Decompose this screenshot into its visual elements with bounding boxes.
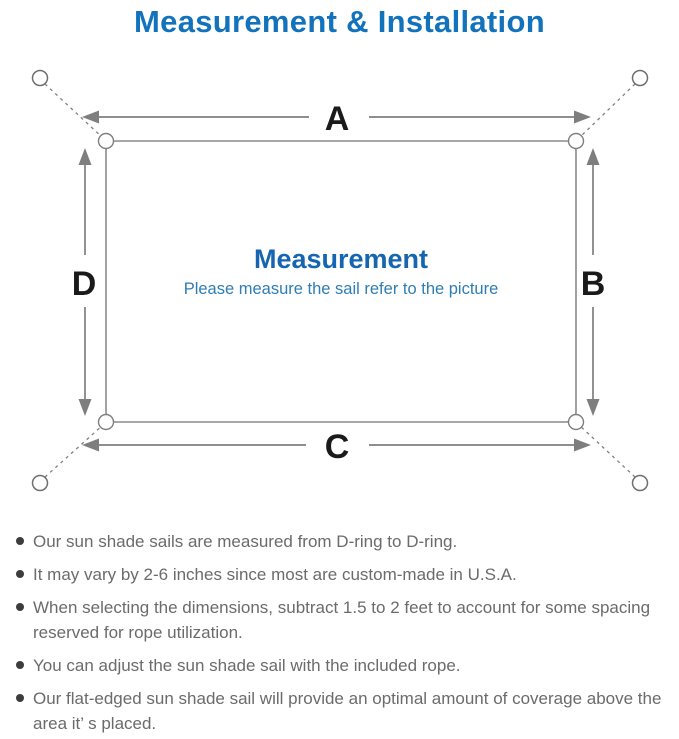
arrow-d-top-head-icon xyxy=(78,148,92,165)
arrow-a-left-head-icon xyxy=(82,110,99,124)
arrow-b-bottom-head-icon xyxy=(586,399,600,416)
list-item: Our flat-edged sun shade sail will provi… xyxy=(14,686,669,736)
arrow-b-top-head-icon xyxy=(586,148,600,165)
note-text: Our sun shade sails are measured from D-… xyxy=(33,532,458,551)
list-item: When selecting the dimensions, subtract … xyxy=(14,595,669,645)
dimension-label-c: C xyxy=(325,428,350,466)
dimension-arrow-a xyxy=(82,110,591,124)
d-ring-top-left-icon xyxy=(97,132,115,150)
rope-line-top-right xyxy=(578,83,636,139)
dimension-arrow-c xyxy=(82,438,591,452)
notes-list: Our sun shade sails are measured from D-… xyxy=(14,529,669,739)
diagram-subheading: Please measure the sail refer to the pic… xyxy=(184,280,499,298)
rope-line-top-left xyxy=(44,83,104,139)
dimension-label-a: A xyxy=(325,100,350,138)
list-item: It may vary by 2-6 inches since most are… xyxy=(14,562,669,587)
rope-line-bottom-right xyxy=(578,424,636,478)
list-item: You can adjust the sun shade sail with t… xyxy=(14,653,669,678)
note-text: You can adjust the sun shade sail with t… xyxy=(33,656,461,675)
arrow-c-left-head-icon xyxy=(82,438,99,452)
bullet-icon xyxy=(16,603,24,611)
anchor-point-top-right-icon xyxy=(631,69,649,87)
bullet-icon xyxy=(16,537,24,545)
arrow-c-right-head-icon xyxy=(574,438,591,452)
bullet-icon xyxy=(16,694,24,702)
d-ring-top-right-icon xyxy=(567,132,585,150)
note-text: When selecting the dimensions, subtract … xyxy=(33,598,651,642)
note-text: It may vary by 2-6 inches since most are… xyxy=(33,565,517,584)
dimension-arrow-b xyxy=(586,148,600,416)
rope-line-bottom-left xyxy=(44,424,104,478)
arrow-a-right-head-icon xyxy=(574,110,591,124)
bullet-icon xyxy=(16,661,24,669)
dimension-label-b: B xyxy=(581,265,606,303)
anchor-point-bottom-left-icon xyxy=(31,474,49,492)
note-text: Our flat-edged sun shade sail will provi… xyxy=(33,689,662,733)
diagram-heading: Measurement xyxy=(254,244,428,274)
dimension-arrow-d xyxy=(78,148,92,416)
page-title: Measurement & Installation xyxy=(134,4,545,39)
d-ring-bottom-right-icon xyxy=(567,413,585,431)
anchor-point-top-left-icon xyxy=(31,69,49,87)
list-item: Our sun shade sails are measured from D-… xyxy=(14,529,669,554)
dimension-label-d: D xyxy=(72,265,97,303)
arrow-d-bottom-head-icon xyxy=(78,399,92,416)
measurement-diagram: A B C D Measurement Please measure the s… xyxy=(31,69,649,492)
d-ring-bottom-left-icon xyxy=(97,413,115,431)
bullet-icon xyxy=(16,570,24,578)
anchor-point-bottom-right-icon xyxy=(631,474,649,492)
sail-outline xyxy=(105,140,577,423)
